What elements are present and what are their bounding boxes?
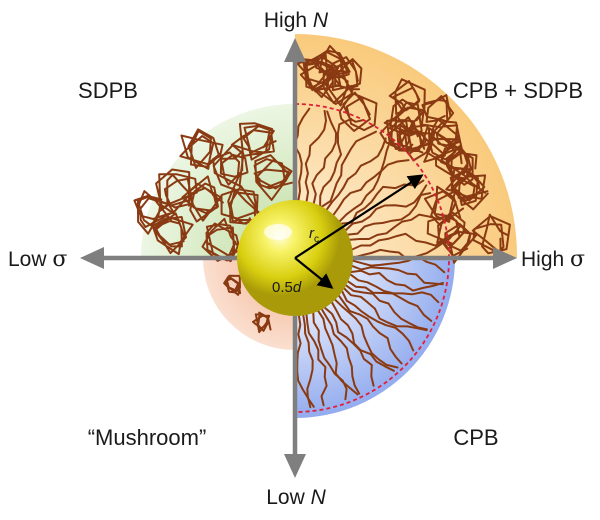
axis-label-low-n: Low N: [266, 486, 326, 509]
sdpb-coil: [253, 154, 293, 201]
cpb-sdpb-coil: [388, 78, 426, 115]
cpb-sdpb-coil: [383, 98, 426, 137]
cpb-sdpb-chain: [344, 184, 428, 232]
cpb-sdpb-chain: [338, 159, 410, 223]
label-sdpb: SDPB: [78, 78, 138, 103]
cpb-sdpb-coil: [445, 145, 478, 186]
cpb-chain: [323, 306, 375, 387]
cpb-sdpb-chain: [349, 213, 441, 241]
cpb-sdpb-chain: [351, 232, 445, 251]
sdpb-coil: [133, 190, 175, 235]
cpb-sdpb-coil: [423, 185, 465, 226]
cpb-sdpb-coil: [428, 118, 464, 155]
cpb-chain: [302, 314, 315, 408]
cpb-sdpb-chain: [347, 192, 432, 236]
cpb-sdpb-coil: [388, 116, 432, 155]
cpb-sdpb-chain: [332, 140, 391, 216]
rc-label: rc: [309, 225, 319, 245]
cpb-sdpb-coil: [444, 223, 478, 264]
cpb-sdpb-chain: [293, 107, 311, 202]
cpb-sdpb-coil: [450, 167, 489, 202]
cpb-chain: [347, 280, 433, 322]
cpb-chain: [351, 265, 444, 286]
cpb-sdpb-chain: [352, 241, 446, 262]
cpb-chain: [305, 313, 328, 407]
label-cpb-sdpb: CPB + SDPB: [453, 78, 583, 103]
cpb-chain: [312, 312, 348, 401]
nanoparticle-highlight: [264, 224, 292, 240]
cpb-sdpb-coil: [434, 145, 471, 180]
cpb-sdpb-chain: [319, 117, 353, 207]
cpb-chain: [345, 284, 428, 331]
cpb-chain: [320, 308, 361, 395]
sdpb-coil: [201, 217, 241, 263]
mushroom-coil: [252, 311, 272, 334]
cpb-chain: [296, 314, 312, 409]
cpb-sdpb-chain: [304, 109, 327, 203]
cpb-chain: [334, 298, 399, 369]
axis-label-low-sigma: Low σ: [8, 247, 67, 272]
cpb-chain: [350, 269, 444, 292]
cpb-chain: [341, 290, 415, 352]
arrow-left-icon: [80, 247, 104, 269]
cpb-sdpb-chain: [311, 110, 338, 205]
sdpb-coil: [230, 122, 277, 161]
cpb-chain: [351, 255, 446, 274]
half-d-arrow: [294, 257, 334, 289]
mushroom-coil: [223, 274, 242, 296]
axis-label-high-sigma: High σ: [521, 247, 585, 272]
cpb-chain: [338, 294, 403, 365]
sdpb-coil: [179, 128, 224, 170]
cpb-chain: [343, 287, 428, 332]
half-d-label: 0.5d: [272, 279, 302, 296]
label-mushroom: “Mushroom”: [88, 425, 207, 450]
cpb-sdpb-coil: [471, 213, 511, 255]
cpb-sdpb-chain: [325, 137, 387, 211]
axis-label-high-n: High N: [264, 9, 329, 32]
arrow-up-icon: [284, 38, 306, 62]
sdpb-coil: [181, 175, 224, 223]
cpb-sdpb-chain: [320, 130, 377, 208]
rc-arrow: [294, 174, 424, 259]
label-cpb: CPB: [453, 425, 498, 450]
arrow-down-icon: [284, 454, 306, 478]
arrow-right-icon: [493, 247, 517, 269]
